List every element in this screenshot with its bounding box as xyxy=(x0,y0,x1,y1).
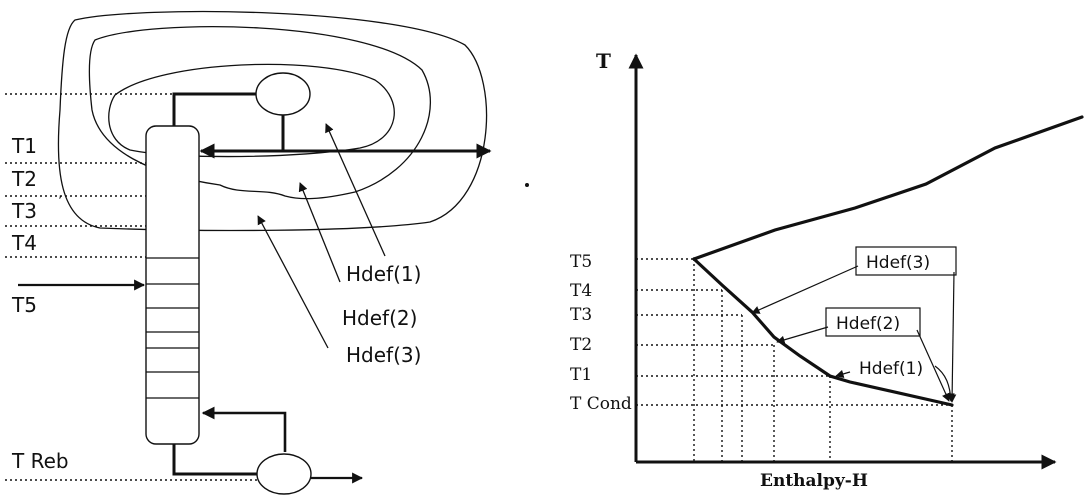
callout-hdef2: Hdef(2) xyxy=(825,307,921,337)
tick-t2: T2 xyxy=(570,335,592,355)
overhead-vapor-line xyxy=(172,92,256,126)
svg-text:Hdef(2): Hdef(2) xyxy=(836,314,900,334)
label-hdef2: Hdef(2) xyxy=(342,306,417,330)
leader-hdef1 xyxy=(325,123,386,257)
t-h-diagram: T Enthalpy-H T5 T4 T3 T2 T1 T Cond xyxy=(525,49,1084,491)
temp-label-t3: T3 xyxy=(11,199,37,223)
reboiler xyxy=(256,453,312,495)
column-shell xyxy=(145,125,200,445)
svg-text:T5: T5 xyxy=(11,293,37,317)
stray-mark: ’ xyxy=(58,194,62,210)
label-hdef3: Hdef(3) xyxy=(346,343,421,367)
temp-label-t4: T4 xyxy=(11,231,37,255)
condenser xyxy=(255,72,311,116)
tick-t3: T3 xyxy=(570,305,592,325)
bottoms-line xyxy=(172,444,257,476)
leader-hdef2 xyxy=(298,182,341,283)
contour-hdef2 xyxy=(88,26,431,200)
svg-text:T1: T1 xyxy=(11,134,37,158)
svg-text:Hdef(3): Hdef(3) xyxy=(866,253,930,273)
tick-t5: T5 xyxy=(570,252,592,272)
contour-hdef3 xyxy=(57,10,488,232)
temp-label-treb: T Reb xyxy=(11,449,69,473)
arrow-hdef2-b xyxy=(916,329,950,402)
reboiler-return xyxy=(201,406,287,452)
arrow-hdef2-a xyxy=(776,326,829,344)
arrow-hdef1 xyxy=(835,369,851,378)
svg-text:T2: T2 xyxy=(11,167,37,191)
leader-hdef3 xyxy=(257,215,329,349)
upper-curve xyxy=(692,115,1084,261)
svg-text:T3: T3 xyxy=(11,199,37,223)
lower-curve xyxy=(692,257,954,407)
svg-text:T4: T4 xyxy=(11,231,37,255)
arrow-hdef3-b xyxy=(947,271,957,403)
callout-hdef3: Hdef(3) xyxy=(855,246,957,276)
svg-text:T Reb: T Reb xyxy=(11,449,69,473)
tick-t1: T1 xyxy=(570,365,592,385)
temp-label-t2: T2 xyxy=(11,167,37,191)
arrow-hdef3-a xyxy=(751,265,859,314)
temp-label-t5: T5 xyxy=(11,293,37,317)
column-schematic: T1 T2 T3 T4 T5 T Reb Hdef(1) Hdef(2) Hde… xyxy=(5,10,492,495)
callout-hdef1: Hdef(1) xyxy=(859,359,923,379)
label-hdef1: Hdef(1) xyxy=(346,262,421,286)
column-trays xyxy=(146,257,199,399)
arrow-hdef1-b xyxy=(934,365,955,402)
y-axis-label: T xyxy=(596,49,611,73)
stray-dot xyxy=(525,183,529,187)
tick-tcond: T Cond xyxy=(570,394,632,414)
temperature-levels-left xyxy=(5,93,257,481)
temp-label-t1: T1 xyxy=(11,134,37,158)
t-h-grid xyxy=(636,258,953,462)
x-axis-label: Enthalpy-H xyxy=(760,471,868,491)
tick-t4: T4 xyxy=(570,281,592,301)
